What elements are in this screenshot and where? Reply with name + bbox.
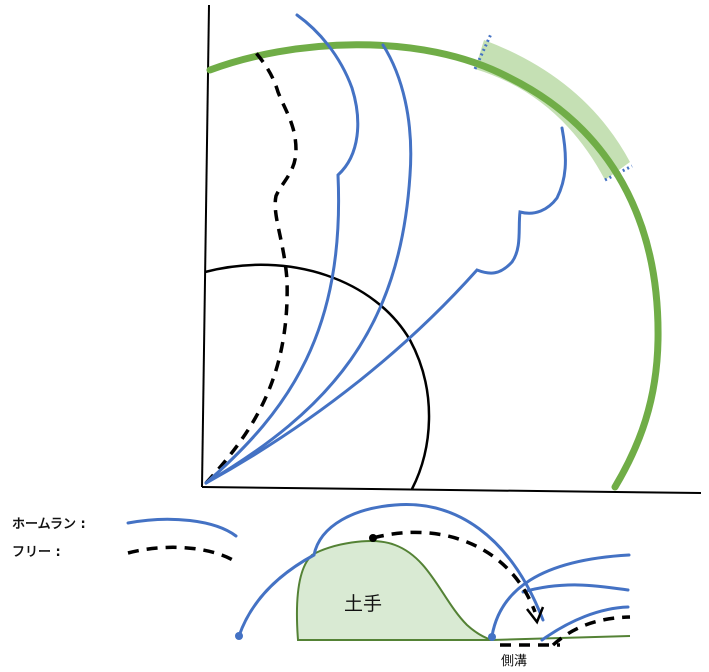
legend-homerun-label: ホームラン : bbox=[12, 517, 86, 532]
embankment-label: 土手 bbox=[344, 593, 382, 615]
legend-homerun-line bbox=[126, 517, 238, 538]
section-homerun-arc-2 bbox=[490, 553, 631, 638]
infield-arc bbox=[204, 263, 431, 490]
ditch-label: 側溝 bbox=[501, 654, 527, 669]
embankment-section: 土手 側溝 bbox=[235, 503, 631, 669]
homerun-trajectory-3 bbox=[204, 126, 567, 485]
field-diagram bbox=[201, 4, 702, 494]
section-homerun-arc-3 bbox=[521, 583, 630, 594]
legend-fly-label: フリー : bbox=[12, 545, 61, 560]
fence-highlight-zone bbox=[475, 40, 630, 180]
embankment bbox=[295, 540, 493, 641]
legend: ホームラン : フリー : bbox=[12, 517, 238, 564]
homerun-trajectory-2 bbox=[204, 43, 413, 485]
section-start-dot-right bbox=[488, 633, 496, 641]
homerun-trajectory-1 bbox=[204, 13, 360, 485]
section-homerun-arc-1 bbox=[237, 503, 545, 638]
section-homerun-arc-4 bbox=[540, 605, 630, 642]
section-fly-arc bbox=[372, 530, 537, 613]
fly-trajectory bbox=[204, 46, 298, 485]
section-fly-arrowhead bbox=[526, 606, 545, 625]
right-foul-line bbox=[201, 486, 702, 494]
outfield-fence bbox=[206, 41, 662, 491]
left-foul-line bbox=[201, 4, 210, 488]
section-fly-arc-bounce bbox=[551, 615, 631, 647]
legend-fly-line bbox=[127, 545, 237, 564]
section-start-dot-left bbox=[235, 632, 243, 640]
